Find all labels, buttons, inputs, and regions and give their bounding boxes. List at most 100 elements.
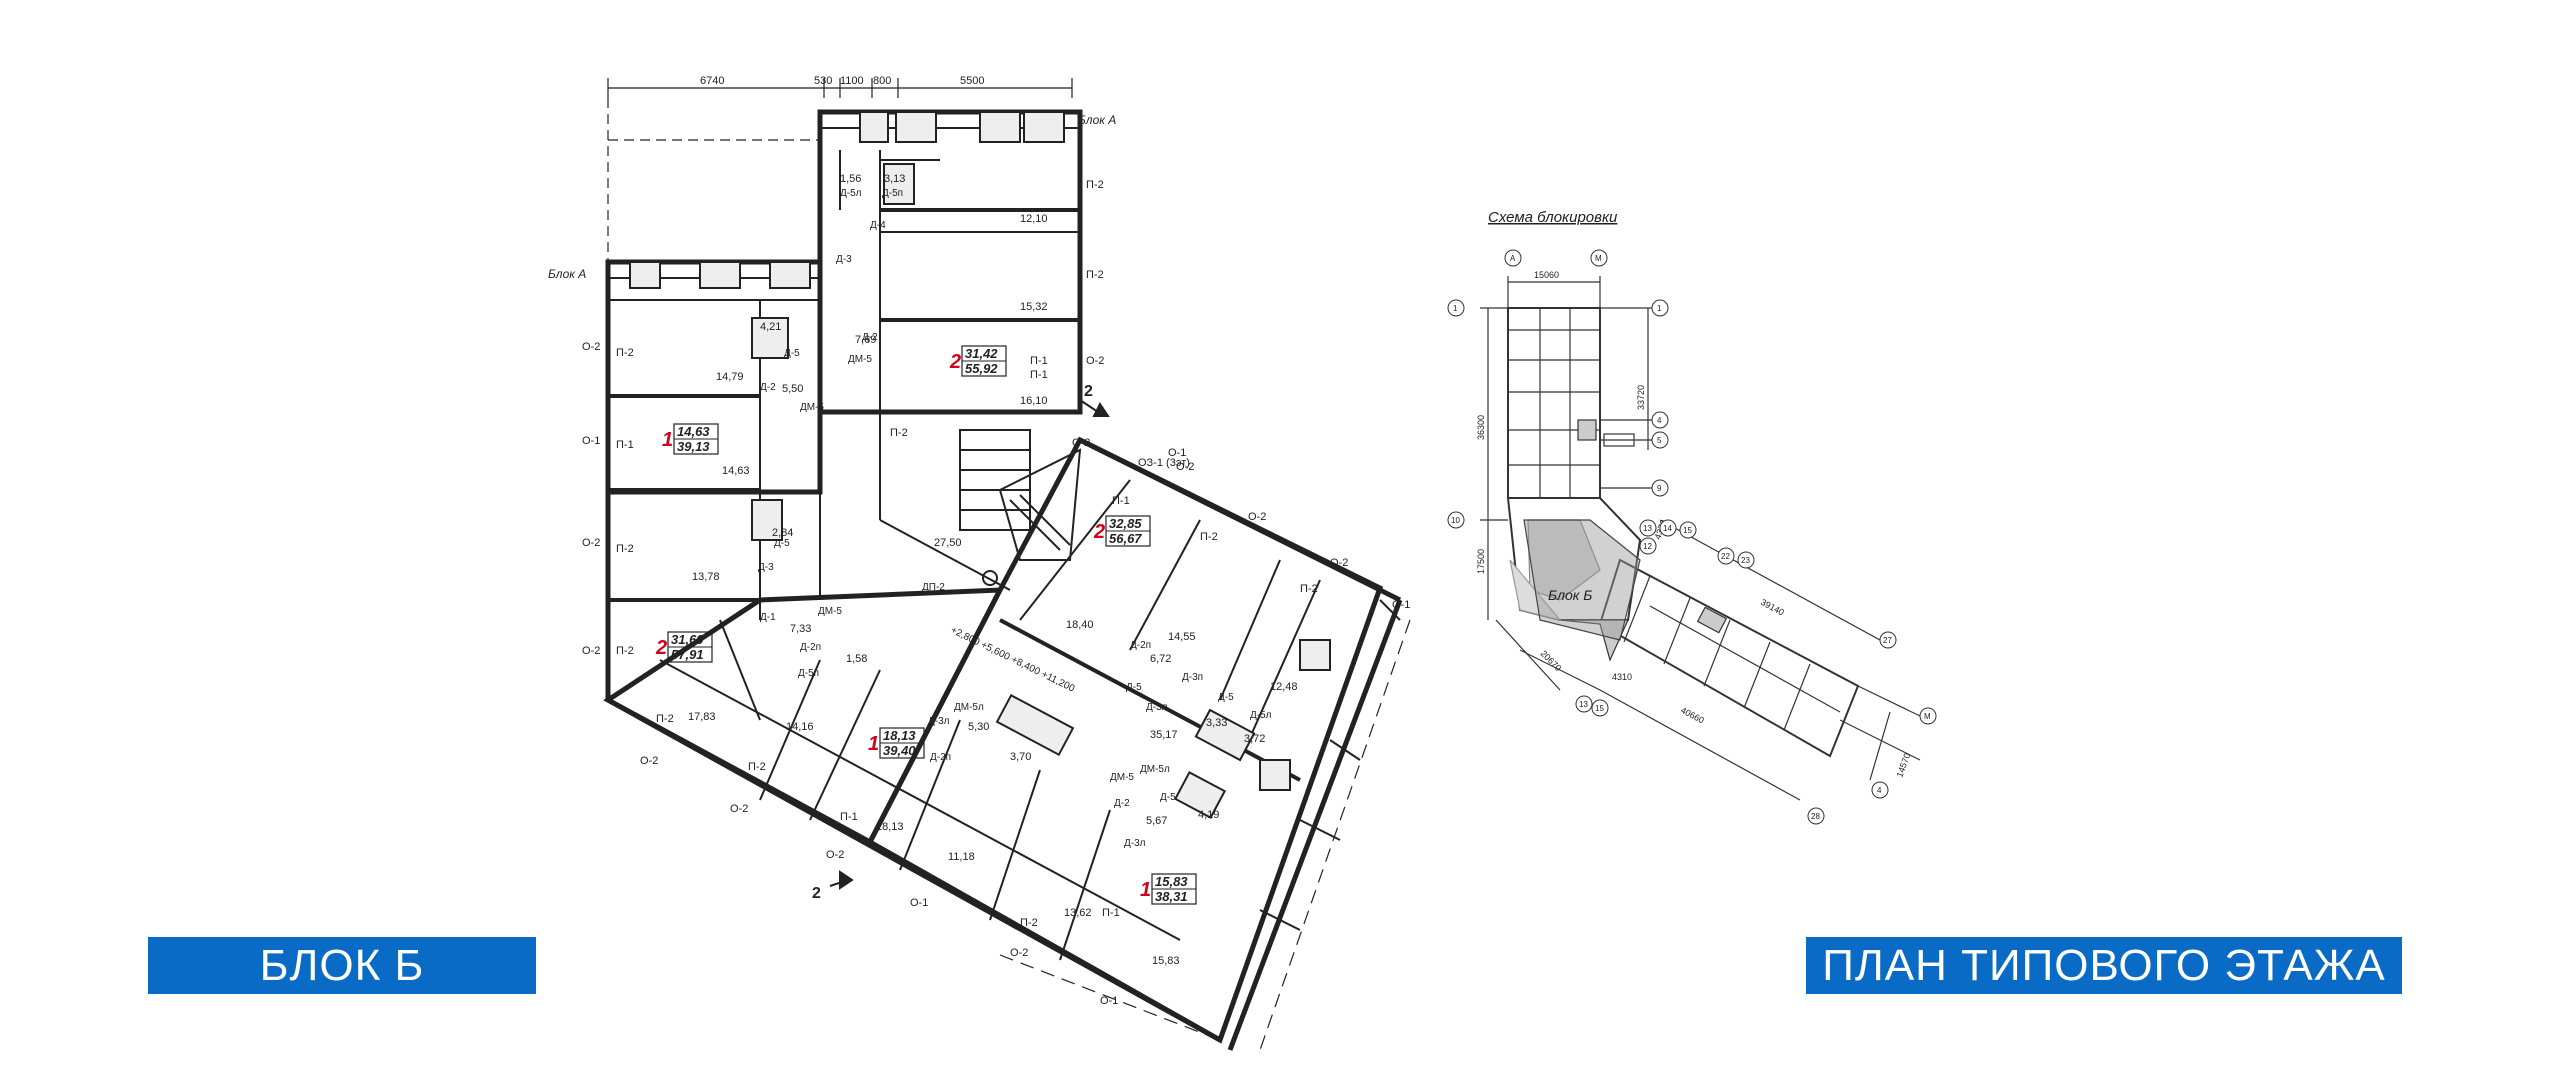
door-label: Д-2 — [1114, 798, 1130, 809]
scheme-dim: 33720 — [1636, 385, 1646, 410]
svg-text:1: 1 — [1453, 304, 1458, 313]
partition-label: П-2 — [1200, 531, 1218, 543]
apartment-living-area: 31,42 — [965, 346, 998, 361]
axis-bubble: М — [1919, 707, 1937, 725]
room-area: 27,50 — [934, 537, 962, 549]
partition-label: П-1 — [840, 811, 858, 823]
central-core — [819, 150, 1082, 600]
axis-bubble: А — [1504, 249, 1522, 267]
door-label: ДМ-5 — [800, 402, 824, 413]
axis-bubble: 13 — [1639, 519, 1657, 537]
partition-label: О-1 — [910, 897, 928, 909]
misc-label: ОЗ-1 (3эт) — [1138, 457, 1190, 469]
svg-text:28: 28 — [1811, 812, 1820, 821]
apartment-tag: 2 31,42 55,92 — [949, 345, 1007, 377]
room-area: 3,13 — [884, 173, 905, 185]
room-area: 5,30 — [968, 721, 989, 733]
block-a-label-left: Блок А — [548, 267, 586, 281]
apartment-tag: 1 18,13 39,40 — [868, 727, 925, 759]
partition-label: О-2 — [826, 849, 844, 861]
door-label: Д-5 — [1218, 692, 1234, 703]
scheme-block-label: Блок Б — [1548, 587, 1592, 603]
door-label: Д-5 — [784, 348, 800, 359]
door-label: Д-3л — [928, 716, 950, 727]
axis-bubble: 10 — [1447, 511, 1465, 529]
svg-text:23: 23 — [1741, 556, 1750, 565]
door-label: Д-5л — [1250, 710, 1272, 721]
room-area: 2,84 — [772, 527, 793, 539]
door-label: Д-2п — [800, 642, 821, 653]
apartment-tag: 1 14,63 39,13 — [662, 423, 719, 455]
room-area: 1,58 — [846, 653, 867, 665]
apartment-total-area: 56,67 — [1109, 531, 1142, 546]
apartment-total-area: 55,92 — [965, 361, 998, 376]
door-label: Д-3л — [1124, 838, 1146, 849]
top-dim-1: 6740 — [700, 75, 724, 87]
door-label: Д-3п — [1182, 672, 1203, 683]
axis-bubble: 5 — [1651, 431, 1669, 449]
axis-bubble: 14 — [1659, 519, 1677, 537]
diagonal-wing — [603, 436, 1411, 1051]
apartment-living-area: 32,85 — [1109, 516, 1142, 531]
partition-label: П-1 — [1112, 495, 1130, 507]
door-label: ДМ-5 — [848, 354, 872, 365]
room-area: 35,17 — [1150, 729, 1178, 741]
partition-label: П-2 — [656, 713, 674, 725]
svg-text:22: 22 — [1721, 552, 1730, 561]
svg-text:5: 5 — [1657, 436, 1662, 445]
misc-label: О-1 — [1168, 447, 1186, 459]
door-label: Д-3л — [1146, 702, 1168, 713]
svg-text:13: 13 — [1643, 524, 1652, 533]
axis-bubble: 15 — [1591, 699, 1609, 717]
axis-bubble: 1 — [1447, 299, 1465, 317]
room-area: 17,83 — [688, 711, 716, 723]
axis-bubble: М — [1590, 249, 1608, 267]
room-area: 13,78 — [692, 571, 720, 583]
apartment-rooms: 2 — [1093, 521, 1105, 543]
axis-bubble: 4 — [1651, 411, 1669, 429]
levels-note: +2,800 +5,600 +8,400 +11,200 — [949, 625, 1077, 695]
room-area: 18,40 — [1066, 619, 1094, 631]
partition-label: П-1 — [616, 439, 634, 451]
axis-bubble: 22 — [1717, 547, 1735, 565]
upper-wing — [817, 109, 1083, 415]
section-mark-bottom — [829, 870, 854, 890]
svg-text:27: 27 — [1883, 636, 1892, 645]
apartment-total-area: 57,91 — [671, 647, 704, 662]
partition-label: О-2 — [1176, 461, 1194, 473]
axis-bubble: 23 — [1737, 551, 1755, 569]
door-label: Д-3 — [836, 254, 852, 265]
room-area: 15,83 — [1152, 955, 1180, 967]
partition-label: П-2 — [616, 543, 634, 555]
apartment-total-area: 38,31 — [1155, 889, 1188, 904]
room-area: 14,16 — [786, 721, 814, 733]
axis-bubbles: А М 1 1 4 5 9 10 12 13 14 15 22 23 27 28… — [1447, 249, 1937, 825]
svg-text:14: 14 — [1663, 524, 1672, 533]
svg-text:13: 13 — [1579, 700, 1588, 709]
room-area: 13,62 — [1064, 907, 1092, 919]
door-label: ДП-2 — [922, 582, 945, 593]
apartment-tag: 1 15,83 38,31 — [1140, 873, 1197, 905]
svg-text:10: 10 — [1451, 516, 1460, 525]
door-label: Д-4 — [870, 220, 886, 231]
room-area: 18,13 — [876, 821, 904, 833]
axis-bubble: 27 — [1879, 631, 1897, 649]
scheme-dim: 17500 — [1476, 549, 1486, 574]
axis-bubble: 28 — [1807, 807, 1825, 825]
room-area: 3,72 — [1244, 733, 1265, 745]
partition-label: П-1 — [1102, 907, 1120, 919]
scheme-dim: 4310 — [1612, 672, 1632, 682]
partition-label: О-2 — [730, 803, 748, 815]
apartment-rooms: 1 — [1140, 879, 1151, 901]
axis-bubble: 1 — [1651, 299, 1669, 317]
room-area: 4,21 — [760, 321, 781, 333]
room-area: 6,72 — [1150, 653, 1171, 665]
partition-label: П-2 — [616, 645, 634, 657]
apartment-tag: 2 31,60 57,91 — [655, 631, 713, 663]
axis-bubble: 9 — [1651, 479, 1669, 497]
door-label: Д-1 — [760, 612, 776, 623]
room-area: 5,67 — [1146, 815, 1167, 827]
apartment-rooms: 2 — [655, 637, 667, 659]
misc-label: О-2 — [1072, 437, 1090, 449]
